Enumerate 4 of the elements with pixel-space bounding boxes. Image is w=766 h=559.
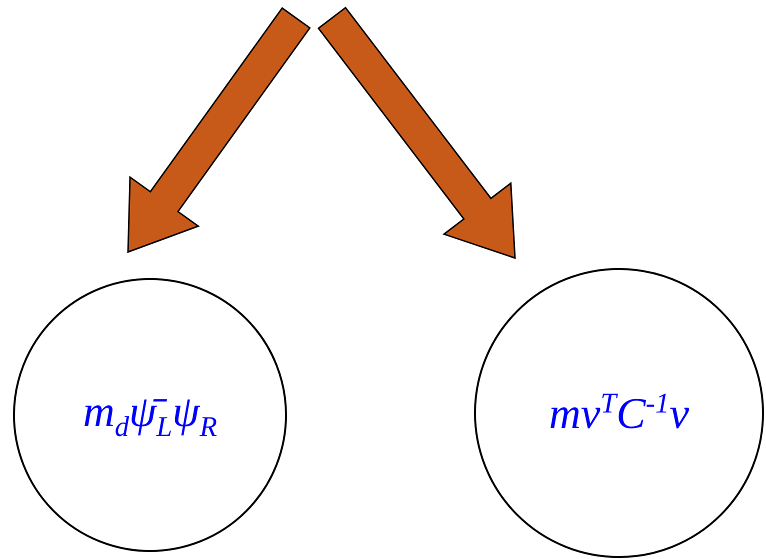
block-arrow xyxy=(317,6,516,260)
block-arrow xyxy=(127,7,311,254)
formula-label: m$_{d}$ψ̄$_{L}$ψ$_{R}$ xyxy=(82,386,218,444)
formula-label: mν$^{T}$C$^{-1}$ν xyxy=(549,388,689,438)
